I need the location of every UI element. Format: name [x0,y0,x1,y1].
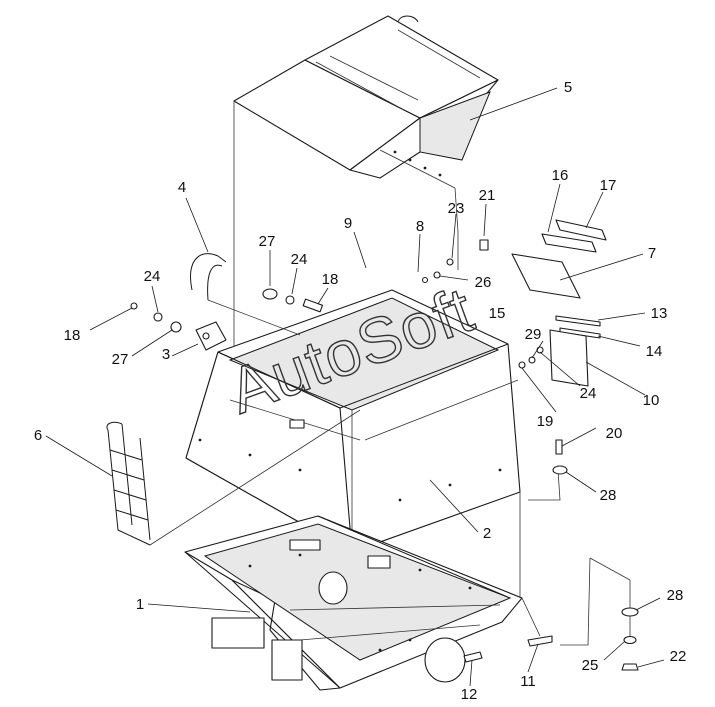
callout-2: 2 [483,525,491,542]
guide-line [454,187,459,233]
part-7-window [511,253,581,299]
callout-7: 7 [648,245,656,262]
guide-line [149,409,361,546]
callout-14: 14 [646,343,663,360]
callout-20: 20 [606,425,623,442]
part-14-strip [559,327,601,339]
callout-23: 23 [448,200,465,217]
callout-22: 22 [670,648,687,665]
callout-24c: 24 [580,385,597,402]
part-3-plate [195,321,227,351]
guide-line [528,469,561,501]
callout-16: 16 [552,167,569,184]
callout-19: 19 [537,413,554,430]
part-6-ladder [106,421,151,546]
callout-25: 25 [582,657,599,674]
callout-13: 13 [651,305,668,322]
callout-12: 12 [461,686,478,703]
part-11-bracket [527,635,553,647]
callout-1: 1 [136,596,144,613]
callout-5: 5 [564,79,572,96]
callout-26: 26 [475,274,492,291]
callout-6: 6 [34,427,42,444]
callout-17: 17 [600,177,617,194]
callout-21: 21 [479,187,496,204]
callout-10: 10 [643,392,660,409]
guide-line [560,557,591,646]
callout-27b: 27 [259,233,276,250]
callout-9: 9 [344,215,352,232]
callout-27a: 27 [112,351,129,368]
part-13-strip [555,315,601,327]
callout-15: 15 [489,305,506,322]
callout-11: 11 [520,673,536,690]
callout-labels: 1 2 3 4 5 6 7 8 9 10 11 12 13 14 15 16 1… [34,79,687,703]
callout-29: 29 [525,326,542,343]
part-4-handle [190,253,301,336]
leader-lines [45,87,665,687]
callout-18b: 18 [322,271,339,288]
fasteners [130,232,639,671]
guide-line [589,557,631,640]
part-16-seal [541,233,597,253]
callout-28b: 28 [667,587,684,604]
callout-28a: 28 [600,487,617,504]
callout-18a: 18 [64,327,81,344]
callout-3: 3 [162,346,170,363]
callout-8: 8 [416,218,424,235]
guide-line [521,597,541,637]
callout-4: 4 [178,179,186,196]
part-10-plate [549,329,589,387]
callout-24a: 24 [144,268,161,285]
part-5-top-cover [233,15,499,189]
callout-24b: 24 [291,251,308,268]
part-1-lower-hopper [184,515,523,691]
part-12-bracket [463,651,483,663]
